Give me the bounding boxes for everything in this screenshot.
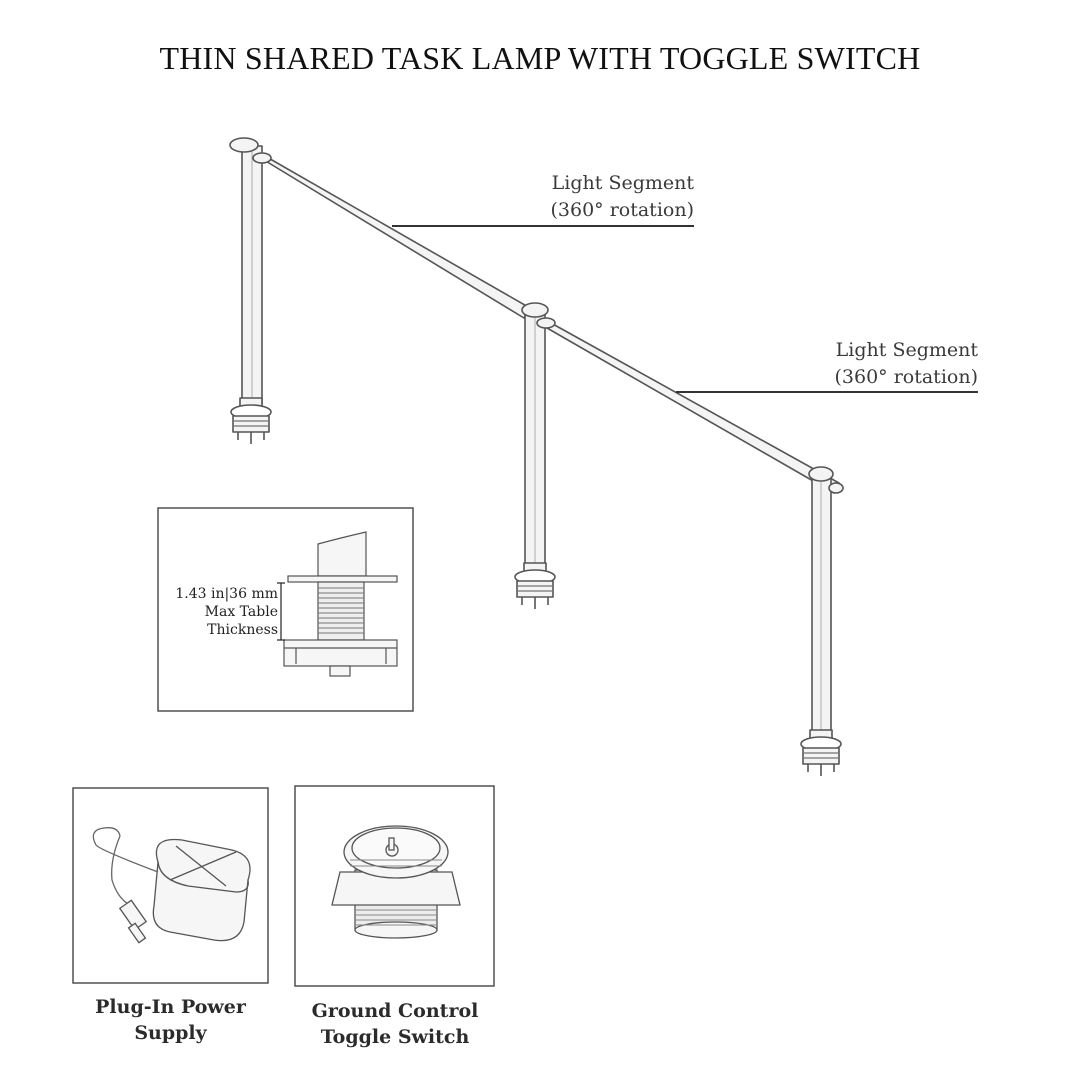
- callout-label-1: Light Segment (360° rotation): [494, 170, 694, 224]
- light-segment-bar-1: [257, 151, 531, 319]
- callout-1-line1: Light Segment: [551, 172, 694, 194]
- lamp-post-1: [229, 137, 272, 444]
- toggle-switch-caption-line2: Toggle Switch: [320, 1026, 470, 1048]
- mount-dimension-line1: Max Table: [204, 604, 278, 620]
- mount-dimension-value: 1.43 in|36 mm: [175, 586, 278, 602]
- mount-dimension-line2: Thickness: [207, 622, 278, 638]
- lamp-post-3: [800, 466, 844, 776]
- power-supply-caption: Plug-In Power Supply: [73, 994, 268, 1046]
- lamp-post-2: [514, 302, 556, 609]
- power-supply-icon: [92, 827, 251, 944]
- mount-dimension-label: 1.43 in|36 mm Max Table Thickness: [164, 585, 278, 639]
- toggle-switch-panel: [294, 785, 495, 987]
- power-supply-caption-line1: Plug-In Power: [95, 996, 246, 1018]
- toggle-switch-caption: Ground Control Toggle Switch: [285, 998, 505, 1050]
- toggle-switch-icon: [331, 825, 461, 939]
- toggle-switch-caption-line1: Ground Control: [311, 1000, 479, 1022]
- callout-1-line2: (360° rotation): [550, 199, 694, 221]
- power-supply-panel: [72, 787, 269, 984]
- power-supply-caption-line2: Supply: [134, 1022, 207, 1044]
- mount-detail-inset: [157, 507, 414, 712]
- callout-label-2: Light Segment (360° rotation): [778, 337, 978, 391]
- callout-2-line1: Light Segment: [835, 339, 978, 361]
- diagram-title: THIN SHARED TASK LAMP WITH TOGGLE SWITCH: [159, 40, 921, 76]
- callout-2-line2: (360° rotation): [834, 366, 978, 388]
